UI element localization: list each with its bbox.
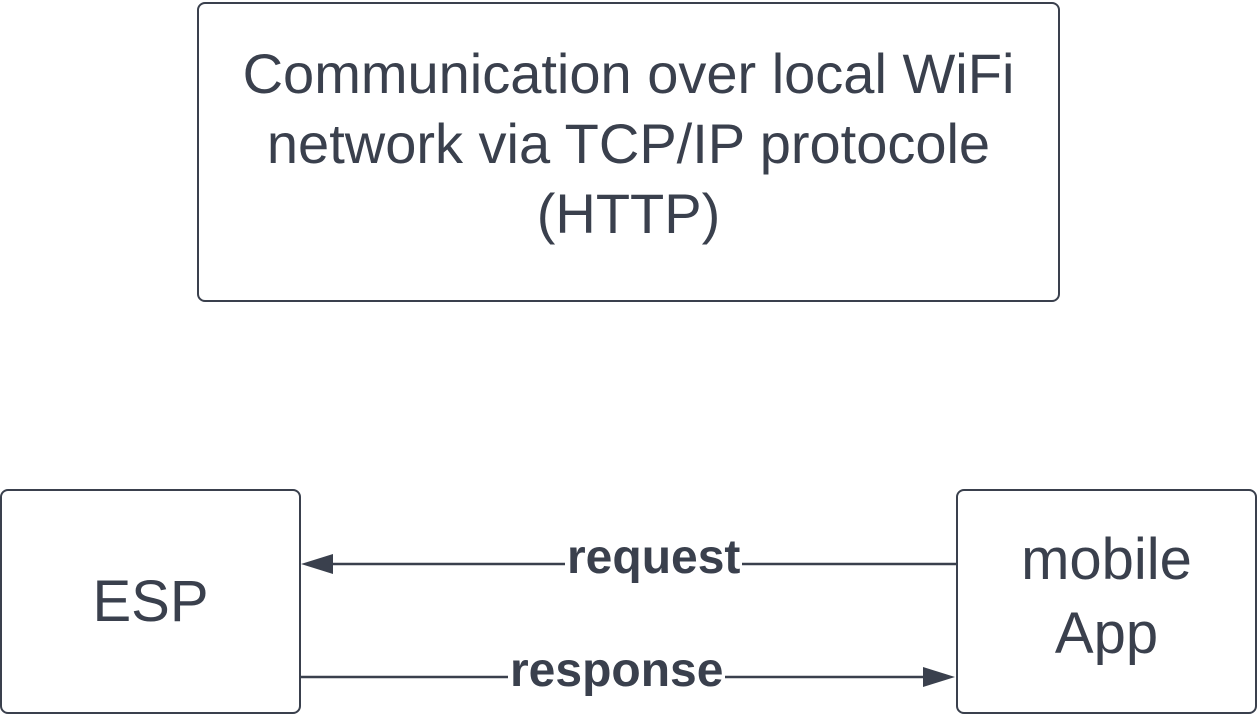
- note-line-2: network via TCP/IP protocole: [266, 112, 991, 175]
- protocol-note-text: Communication over local WiFi network vi…: [243, 39, 1015, 249]
- note-line-1: Communication over local WiFi: [242, 42, 1015, 105]
- esp-node: ESP: [0, 489, 301, 714]
- mobile-app-node-label: mobile App: [1021, 523, 1192, 671]
- note-line-3: (HTTP): [536, 182, 721, 245]
- response-label: response: [508, 644, 726, 697]
- esp-node-label: ESP: [92, 568, 209, 634]
- protocol-note-box: Communication over local WiFi network vi…: [197, 2, 1060, 302]
- request-arrowhead: [301, 554, 333, 574]
- response-arrowhead: [923, 667, 955, 687]
- mobile-app-label-line-1: mobile: [1021, 526, 1192, 592]
- mobile-app-label-line-2: App: [1054, 600, 1159, 666]
- request-label: request: [565, 531, 743, 584]
- mobile-app-node: mobile App: [956, 489, 1257, 714]
